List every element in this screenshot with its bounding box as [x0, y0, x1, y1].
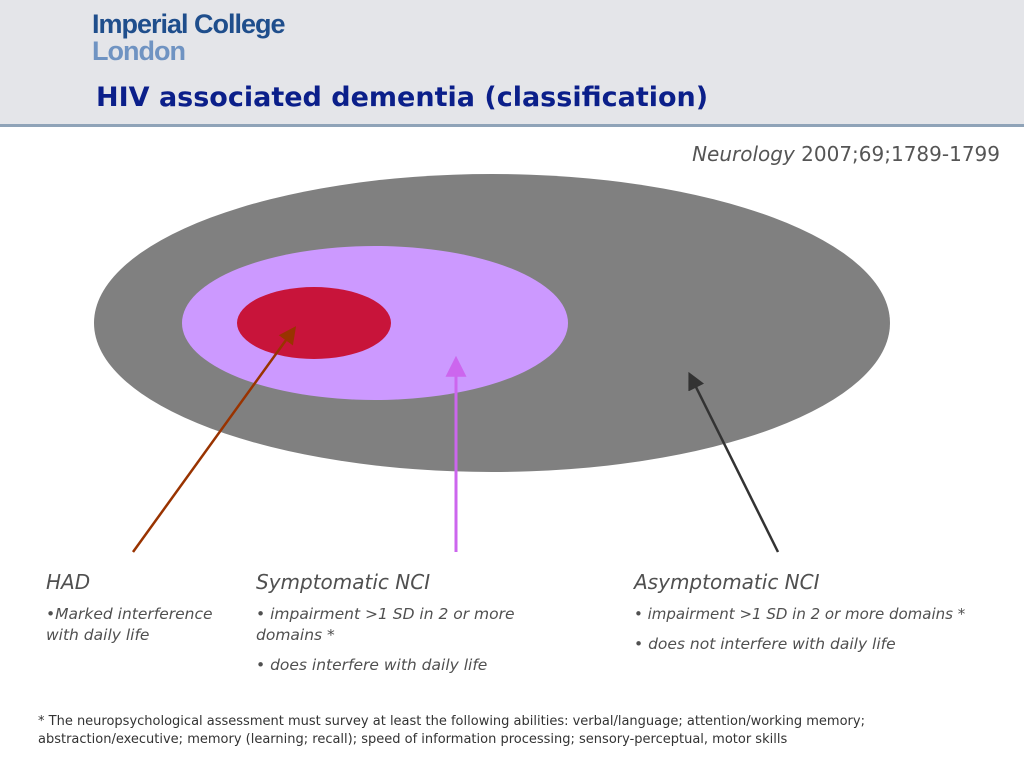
logo-line-2: London — [92, 36, 186, 66]
imperial-college-logo: Imperial College London — [92, 9, 286, 66]
slide-title: HIV associated dementia (classification) — [96, 82, 709, 113]
had-heading: HAD — [46, 570, 91, 594]
had-arrow — [131, 326, 297, 553]
had-ellipse — [237, 287, 391, 359]
symptomatic-label: Symptomatic NCI • impairment >1 SD in 2 … — [256, 570, 576, 685]
footnote: * The neuropsychological assessment must… — [38, 714, 865, 747]
had-point-1: •Marked interference with daily life — [46, 605, 213, 644]
logo-line-1: Imperial College — [92, 9, 286, 39]
citation-journal: Neurology — [692, 142, 795, 166]
asymptomatic-label: Asymptomatic NCI • impairment >1 SD in 2… — [634, 570, 1022, 664]
citation-reference: 2007;69;1789-1799 — [794, 142, 1000, 166]
asymptomatic-arrow — [688, 371, 780, 553]
symptomatic-point-2: • does interfere with daily life — [256, 656, 488, 674]
header-bar: Imperial College London HIV associated d… — [0, 0, 1024, 127]
asymptomatic-point-1: • impairment >1 SD in 2 or more domains … — [634, 605, 966, 623]
symptomatic-point-1: • impairment >1 SD in 2 or more domains … — [256, 605, 515, 644]
asymptomatic-point-2: • does not interfere with daily life — [634, 635, 896, 653]
had-label: HAD •Marked interference with daily life — [46, 570, 216, 655]
citation: Neurology 2007;69;1789-1799 — [692, 142, 1000, 166]
symptomatic-heading: Symptomatic NCI — [256, 570, 431, 594]
asymptomatic-heading: Asymptomatic NCI — [634, 570, 820, 594]
